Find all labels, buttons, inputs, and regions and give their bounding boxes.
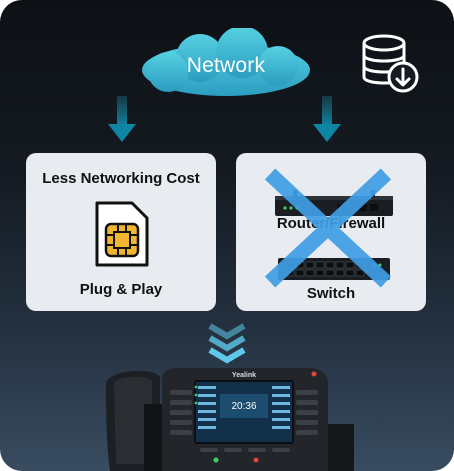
phone-brand: Yealink [232,372,256,379]
left-down-arrow [108,96,136,142]
right-down-arrow [313,96,341,142]
phone-time: 20:36 [231,401,256,412]
sim-card-icon [95,201,149,267]
chevron-down-icon [208,323,246,364]
cross-out-icon [264,168,392,288]
database-download-icon [362,34,419,93]
desk-phone-image: Yealink 20:36 [106,368,354,471]
network-cloud [142,28,310,96]
network-label: Network [186,54,266,77]
left-card-caption: Plug & Play [79,281,163,298]
left-card-title: Less Networking Cost [42,170,200,187]
switch-label: Switch [306,285,356,302]
